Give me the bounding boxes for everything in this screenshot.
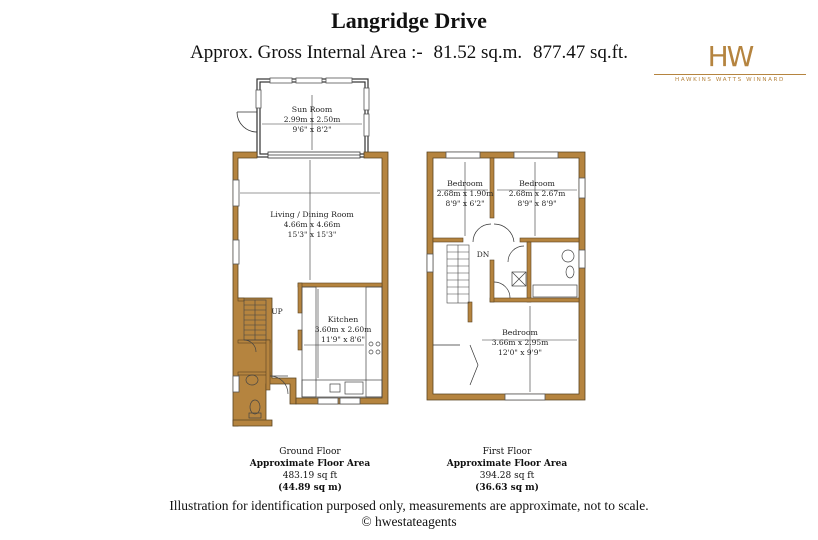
bedroom-1-imperial: 8'9" x 6'2" (445, 199, 484, 208)
first-floor-stairs (446, 244, 470, 304)
bedroom-3-metric: 3.66m x 2.95m (492, 338, 549, 347)
ground-floor-caption: Ground Floor Approximate Floor Area 483.… (230, 446, 390, 494)
first-floor-area-sqm: (36.63 sq m) (475, 483, 539, 493)
sun-room-sliding-door (267, 151, 361, 159)
bedroom-2-imperial: 8'9" x 8'9" (517, 199, 556, 208)
first-floor-name: First Floor (482, 447, 532, 457)
first-floor-partitions (432, 157, 580, 323)
first-floor-caption: First Floor Approximate Floor Area 394.2… (427, 446, 587, 494)
sun-room-name: Sun Room (292, 105, 333, 114)
page-title: Langridge Drive (331, 8, 487, 33)
first-floor-windows (426, 151, 586, 401)
disclaimer-text: Illustration for identification purposed… (169, 498, 649, 513)
room-labels: Sun Room 2.99m x 2.50m 9'6" x 8'2" Livin… (270, 105, 565, 357)
first-floor-doors (433, 223, 525, 386)
agency-logo: HW HAWKINS WATTS WINNARD (650, 42, 810, 90)
sun-room-door (236, 111, 258, 133)
kitchen-imperial: 11'9" x 8'6" (321, 335, 365, 344)
ground-floor-area-sqft: 483.19 sq ft (282, 471, 338, 481)
first-floor-plan (426, 151, 586, 401)
ground-floor-plan (232, 77, 389, 427)
sun-room-windows (255, 77, 370, 137)
bedroom-3-imperial: 12'0" x 9'9" (498, 348, 542, 357)
ground-floor-stairs (243, 299, 267, 341)
ground-floor-area-sqm: (44.89 sq m) (278, 483, 342, 493)
logo-text: HAWKINS WATTS WINNARD (675, 77, 785, 83)
ground-floor-right-wall (295, 151, 389, 405)
first-floor-area-sqft: 394.28 sq ft (479, 471, 535, 481)
kitchen-metric: 3.60m x 2.60m (315, 325, 372, 334)
ground-floor-area-title: Approximate Floor Area (249, 459, 371, 469)
ground-floor-wc (243, 339, 289, 419)
ground-floor-name: Ground Floor (279, 447, 341, 457)
ground-floor-partitions (237, 282, 383, 391)
ground-floor-dimension-arrows (240, 95, 380, 378)
living-room-imperial: 15'3" x 15'3" (288, 230, 337, 239)
sun-room-metric: 2.99m x 2.50m (284, 115, 341, 124)
living-room-name: Living / Dining Room (270, 210, 354, 219)
bathroom-fixtures (511, 249, 578, 298)
sun-room-imperial: 9'6" x 8'2" (292, 125, 331, 134)
copyright-text: © hwestateagents (361, 514, 457, 529)
gross-area-sqft: 877.47 sq.ft. (532, 42, 628, 63)
logo-mark: HW (707, 40, 755, 73)
gross-area-label: Approx. Gross Internal Area :- (190, 42, 423, 63)
ground-floor-left-lower-wall (232, 419, 273, 427)
first-floor-area-title: Approximate Floor Area (446, 459, 568, 469)
bedroom-2-name: Bedroom (519, 179, 555, 188)
kitchen-name: Kitchen (328, 315, 358, 324)
living-room-metric: 4.66m x 4.66m (284, 220, 341, 229)
kitchen-counters (301, 286, 383, 398)
bedroom-1-name: Bedroom (447, 179, 483, 188)
logo-divider (654, 74, 806, 75)
first-stairs-label: DN (477, 250, 490, 259)
bedroom-2-metric: 2.68m x 2.67m (509, 189, 566, 198)
gross-area-line: Approx. Gross Internal Area :- 81.52 sq.… (0, 42, 818, 64)
ground-stairs-label: UP (271, 307, 282, 316)
bedroom-3-name: Bedroom (502, 328, 538, 337)
first-floor-dimension-arrows (437, 162, 577, 392)
gross-area-sqm: 81.52 sq.m. (433, 42, 523, 63)
ground-floor-windows (232, 179, 361, 405)
bedroom-1-metric: 2.68m x 1.90m (437, 189, 494, 198)
